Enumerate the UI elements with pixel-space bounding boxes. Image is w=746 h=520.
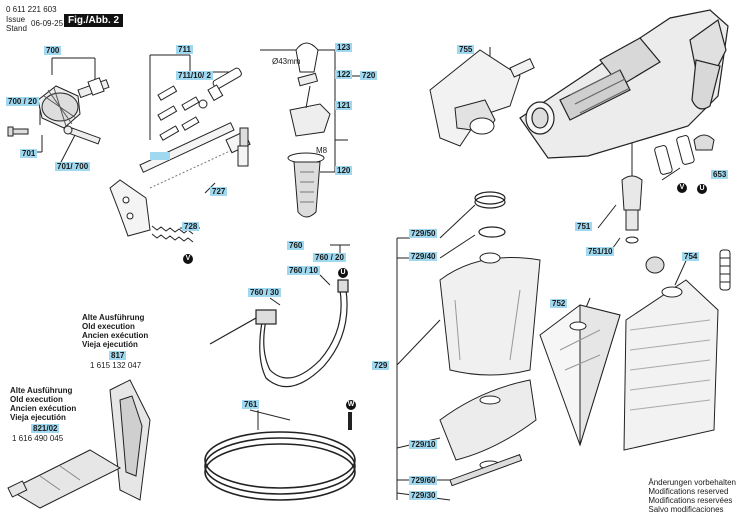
chuck-key (63, 125, 101, 145)
marker-u-1: U (697, 184, 707, 194)
springs-653 (654, 134, 715, 175)
old-spindle (7, 449, 122, 509)
tag-729-60: 729/60 (409, 476, 438, 485)
tag-123: 123 (335, 43, 353, 52)
old-handle (109, 379, 151, 501)
tag-120: 120 (335, 166, 353, 175)
dust-container (439, 379, 537, 470)
hammer-drill (519, 9, 729, 159)
tag-729-30: 729/30 (409, 491, 438, 500)
tag-711: 711 (176, 45, 193, 54)
issue-label: Issue (6, 15, 26, 24)
suction-hose (209, 279, 349, 388)
old-execution-part-1: 1 615 132 047 (90, 361, 142, 370)
depth-gauge (109, 122, 251, 237)
angle-attachment (429, 49, 535, 147)
auxiliary-handle (287, 42, 331, 218)
tag-760-20: 760 / 20 (313, 253, 346, 262)
seal-rings (474, 191, 506, 238)
tag-700-20: 700 / 20 (6, 97, 39, 106)
tag-122: 122 (335, 70, 353, 79)
tag-817: 817 (109, 351, 127, 360)
tag-700: 700 (44, 46, 62, 55)
screw (7, 126, 29, 137)
thread-label: M8 (316, 146, 328, 155)
marker-v-2: V (677, 183, 687, 193)
figure-label: Fig./Abb. 2 (64, 14, 124, 27)
old-execution-note-2: Alte Ausführung Old execution Ancien exé… (10, 386, 77, 422)
old-execution-part-2: 1 616 490 045 (12, 434, 64, 443)
rod (449, 454, 523, 487)
tag-760: 760 (287, 241, 305, 250)
tag-711-10-2: 711/10/ 2 (176, 71, 213, 80)
tag-729-10: 729/10 (409, 440, 438, 449)
diameter-label: Ø43mm (272, 57, 301, 66)
dust-bag (439, 252, 541, 376)
tag-751-10: 751/10 (586, 247, 615, 256)
marker-v-1: V (183, 254, 193, 264)
marker-u-2: U (338, 268, 348, 278)
hose-coil (204, 412, 356, 501)
tag-760-10: 760 / 10 (287, 266, 320, 275)
tag-760-30: 760 / 30 (248, 288, 281, 297)
tag-blank (150, 152, 170, 160)
tag-729: 729 (372, 361, 390, 370)
tag-729-40: 729/40 (409, 252, 438, 261)
tag-701: 701 (20, 149, 38, 158)
marker-w: W (346, 400, 356, 410)
tag-752: 752 (550, 299, 568, 308)
spring-728 (151, 225, 194, 243)
suction-nozzle (621, 175, 643, 244)
tag-754: 754 (682, 252, 700, 261)
issue-date: 06-09-25 (31, 19, 64, 28)
old-execution-note-1: Alte Ausführung Old execution Ancien exé… (82, 313, 149, 349)
tag-751: 751 (575, 222, 593, 231)
part-number: 0 611 221 603 (6, 5, 57, 14)
tag-701-700: 701/ 700 (55, 162, 91, 171)
tag-727: 727 (210, 187, 228, 196)
tag-653: 653 (711, 170, 729, 179)
tag-728: 728 (182, 222, 200, 231)
stand-label: Stand (6, 24, 27, 33)
tag-121: 121 (335, 101, 353, 110)
tag-720: 720 (360, 71, 378, 80)
modifications-note: Änderungen vorbehalten Modifications res… (648, 478, 736, 514)
spring-754 (719, 249, 731, 291)
tag-755: 755 (457, 45, 475, 54)
screwdriver-bits (157, 67, 242, 141)
tag-761: 761 (242, 400, 260, 409)
filter-cone (539, 304, 621, 447)
tag-729-50: 729/50 (409, 229, 438, 238)
drill-chuck (37, 77, 110, 129)
filter-bag (623, 256, 719, 451)
tag-821-02: 821/02 (31, 424, 60, 433)
